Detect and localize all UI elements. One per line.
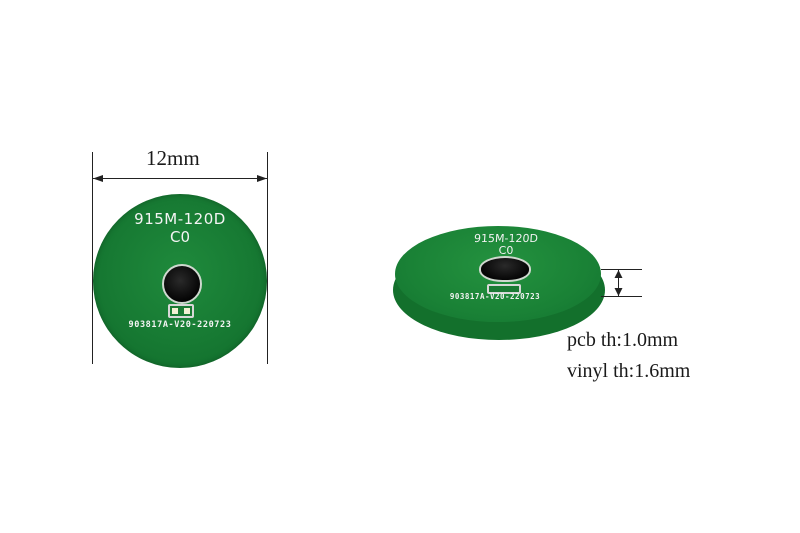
width-extension-line-right <box>267 152 268 364</box>
chip-encapsulation <box>479 256 531 282</box>
rfid-tag-front-view: 915M-120D C0 903817A-V20-220723 <box>93 194 267 368</box>
pcb-thickness-label: pcb th:1.0mm <box>567 329 679 351</box>
arrow-right-icon <box>257 175 267 182</box>
serial-silkscreen: 903817A-V20-220723 <box>128 320 232 330</box>
rfid-tag-side-view: 915M-120D C0 903817A-V20-220723 <box>393 226 605 344</box>
revision-silkscreen: C0 <box>498 244 514 257</box>
revision-silkscreen: C0 <box>169 228 191 246</box>
width-dimension-line <box>93 178 267 179</box>
width-extension-line-left <box>92 152 93 364</box>
arrow-up-icon <box>614 270 623 278</box>
thickness-extension-line-bottom <box>601 296 642 297</box>
serial-silkscreen: 903817A-V20-220723 <box>449 292 541 301</box>
arrow-down-icon <box>614 288 623 296</box>
arrow-left-icon <box>93 175 103 182</box>
model-silkscreen: 915M-120D <box>134 210 226 228</box>
thickness-dimension-line <box>618 270 619 296</box>
thickness-extension-line-top <box>601 269 642 270</box>
chip-encapsulation <box>162 264 202 304</box>
solder-pads <box>487 284 521 294</box>
disc-top-surface: 915M-120D C0 903817A-V20-220723 <box>395 226 601 322</box>
vinyl-thickness-label: vinyl th:1.6mm <box>567 360 691 382</box>
width-label: 12mm <box>146 146 200 170</box>
solder-pads <box>168 304 194 318</box>
